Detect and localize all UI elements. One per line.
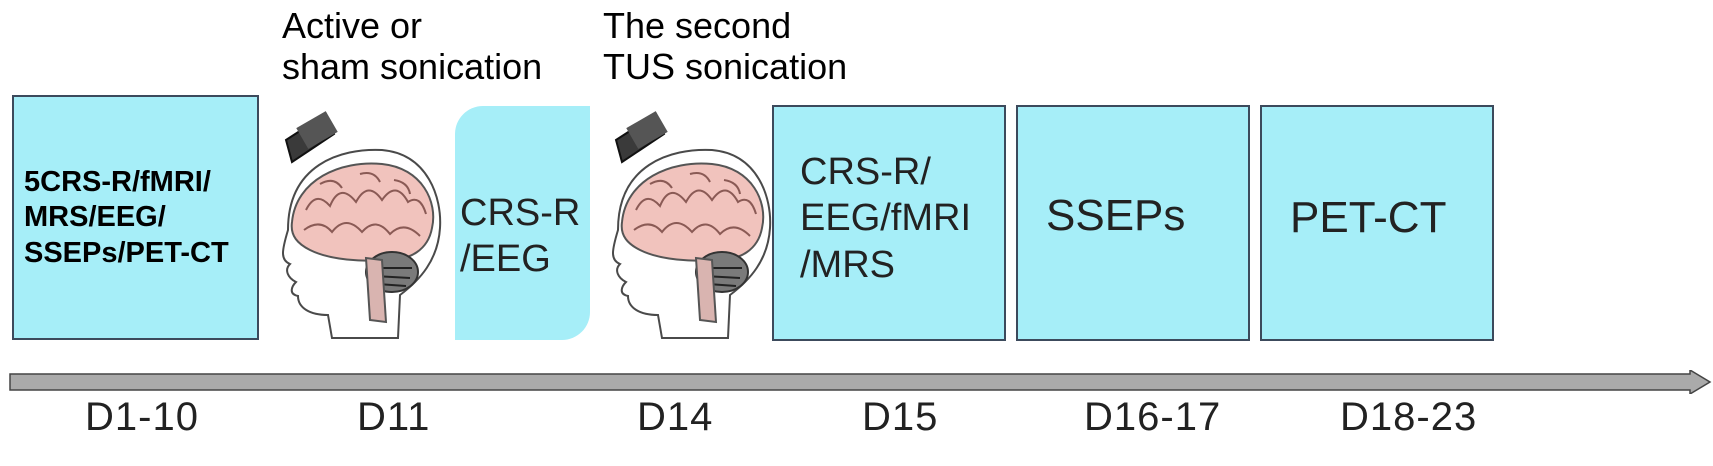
- day-label-d11: D11: [357, 395, 431, 439]
- step-label-crsr-eeg: CRS-R /EEG: [460, 192, 581, 281]
- step-label-d15: CRS-R/ EEG/fMRI /MRS: [800, 151, 972, 286]
- step-box-d15: CRS-R/ EEG/fMRI /MRS: [772, 105, 1006, 341]
- step-label-baseline: 5CRS-R/fMRI/ MRS/EEG/ SSEPs/PET-CT: [24, 166, 229, 269]
- timeline-arrow: [9, 370, 1712, 394]
- day-label-d16-17: D16-17: [1084, 395, 1222, 439]
- sonication-caption-1: Active or sham sonication: [282, 5, 543, 88]
- day-label-d15: D15: [862, 395, 939, 439]
- sonication-caption-2: The second TUS sonication: [603, 5, 848, 88]
- step-box-petct: PET-CT: [1260, 105, 1494, 341]
- brain-with-transducer-icon: [282, 111, 442, 339]
- step-box-crsr-eeg: CRS-R /EEG: [455, 106, 590, 340]
- step-box-baseline: 5CRS-R/fMRI/ MRS/EEG/ SSEPs/PET-CT: [12, 95, 259, 340]
- step-label-sseps: SSEPs: [1046, 191, 1186, 240]
- day-label-d1-10: D1-10: [85, 395, 199, 439]
- brain-with-transducer-icon-2: [612, 111, 772, 339]
- day-label-d18-23: D18-23: [1340, 395, 1478, 439]
- step-box-sseps: SSEPs: [1016, 105, 1250, 341]
- day-label-d14: D14: [637, 395, 714, 439]
- step-label-petct: PET-CT: [1290, 193, 1447, 242]
